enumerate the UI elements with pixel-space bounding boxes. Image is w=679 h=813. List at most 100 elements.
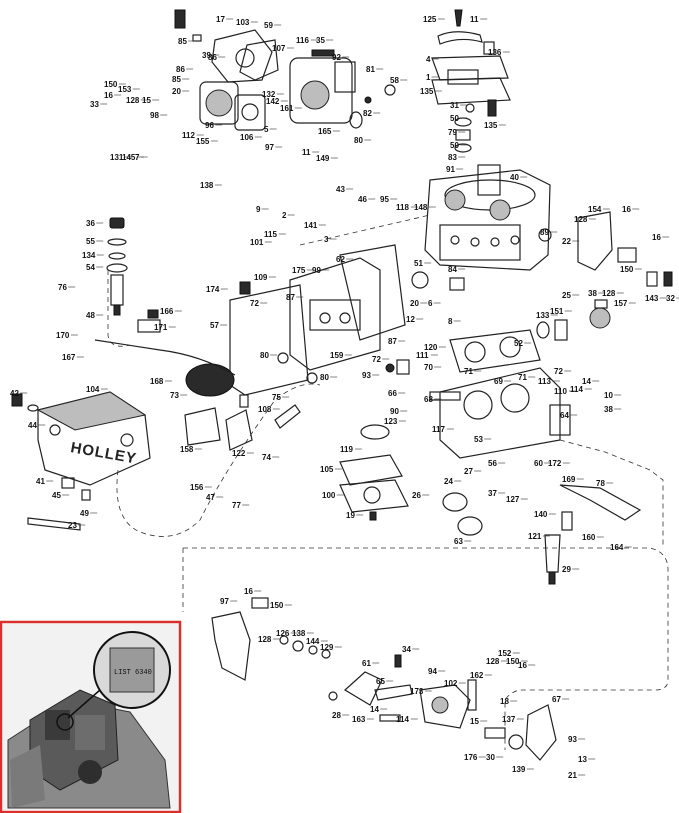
washer-134 <box>108 252 126 260</box>
part-number-p174: 174 <box>206 285 220 294</box>
part-number-p8: 8 <box>448 317 453 326</box>
float-73 <box>185 363 235 397</box>
bushing <box>483 41 495 55</box>
part-number-p132: 132 <box>262 90 276 99</box>
part-number-p96: 96 <box>205 121 214 130</box>
part-number-p79: 79 <box>448 128 457 137</box>
screw-19 <box>369 511 377 521</box>
part-number-p93b: 93 <box>568 735 577 744</box>
float-hinge-74 <box>274 404 301 429</box>
part-number-p133: 133 <box>536 311 550 320</box>
part-number-p51: 51 <box>414 259 423 268</box>
float-bowl-top <box>36 391 147 431</box>
choke-housing <box>199 81 239 125</box>
part-number-p10: 10 <box>604 391 613 400</box>
part-number-p150b: 150 <box>620 265 634 274</box>
pump-cover-100 <box>339 479 409 513</box>
throttle-plate <box>439 367 561 459</box>
part-number-p3: 3 <box>324 235 329 244</box>
float-bowl: HOLLEY <box>11 391 151 531</box>
part-number-p118: 118 <box>396 203 409 212</box>
part-number-p53: 53 <box>474 435 483 444</box>
secondary-linkage <box>544 484 642 585</box>
part-number-p123: 123 <box>384 417 398 426</box>
part-number-p128d: 128 <box>258 635 272 644</box>
part-number-p138a: 138 <box>200 181 214 190</box>
air-horn-gasket <box>431 77 511 105</box>
valve-84 <box>449 277 465 291</box>
fitting-49 <box>81 489 91 501</box>
part-number-p94: 94 <box>428 667 437 676</box>
part-number-p150c: 150 <box>270 601 284 610</box>
part-number-p81: 81 <box>366 65 375 74</box>
power-valve-cluster <box>385 271 465 375</box>
bowl-screw-23 <box>27 517 81 531</box>
part-number-p103: 103 <box>236 18 250 27</box>
part-number-p145: 145 <box>122 153 136 162</box>
jet-a <box>465 103 475 113</box>
small-clip <box>192 34 202 42</box>
part-number-p160: 160 <box>582 533 596 542</box>
bracket-154 <box>577 211 613 271</box>
part-number-p74: 74 <box>262 453 271 462</box>
top-gasket-cluster <box>431 9 511 153</box>
part-number-p97b: 97 <box>220 597 229 606</box>
part-number-p165: 165 <box>318 127 332 136</box>
clip-150 <box>617 247 637 263</box>
part-number-p27: 27 <box>464 467 473 476</box>
pump-assembly <box>339 424 483 536</box>
part-number-p50a: 50 <box>450 114 459 123</box>
part-number-p12: 12 <box>406 315 415 324</box>
part-number-p80a: 80 <box>354 136 363 145</box>
washer-b <box>454 143 472 153</box>
part-number-p72b: 72 <box>372 355 381 364</box>
part-number-p73: 73 <box>170 391 179 400</box>
part-number-p72c: 72 <box>554 367 563 376</box>
ring-137 <box>508 734 524 750</box>
part-number-p113: 113 <box>538 377 551 386</box>
part-number-p11b: 11 <box>302 148 311 157</box>
plug-151 <box>554 319 568 341</box>
part-number-p137: 137 <box>502 715 516 724</box>
part-number-p37: 37 <box>488 489 497 498</box>
part-number-p117: 117 <box>432 425 445 434</box>
part-number-p4: 4 <box>426 55 431 64</box>
part-number-p109: 109 <box>254 273 268 282</box>
venturi-left <box>444 189 466 211</box>
part-number-p122: 122 <box>232 449 246 458</box>
part-number-p136: 136 <box>488 48 502 57</box>
part-number-p1: 1 <box>426 73 431 82</box>
part-number-p91: 91 <box>446 165 455 174</box>
pump-spring <box>311 49 335 57</box>
part-number-p70: 70 <box>424 363 433 372</box>
part-number-p16b: 16 <box>622 205 631 214</box>
screw-34 <box>394 654 402 668</box>
washer-54 <box>106 263 128 273</box>
part-number-p97a: 97 <box>265 143 274 152</box>
pump-fitting <box>384 84 396 96</box>
air-cleaner-gasket <box>431 55 509 81</box>
cap-133 <box>536 321 550 339</box>
thermostat-ring <box>241 103 259 121</box>
part-number-p35: 35 <box>316 36 325 45</box>
part-number-p125: 125 <box>423 15 437 24</box>
lever-160 <box>559 484 642 521</box>
part-number-p64: 64 <box>560 411 569 420</box>
main-body-outline <box>424 169 551 271</box>
part-number-p77: 77 <box>232 501 241 510</box>
part-number-p131: 131 <box>110 153 124 162</box>
pump-gasket-105 <box>339 454 403 486</box>
part-number-p168: 168 <box>150 377 164 386</box>
choke-lever-97 <box>211 611 251 681</box>
gasket-plate <box>211 29 273 83</box>
part-number-p38a: 38 <box>588 289 597 298</box>
part-number-p48: 48 <box>86 311 95 320</box>
part-number-p15b: 15 <box>470 717 479 726</box>
part-number-p23: 23 <box>68 521 77 530</box>
part-number-p105: 105 <box>320 465 334 474</box>
spring-121 <box>544 534 561 573</box>
part-number-p170: 170 <box>56 331 70 340</box>
part-number-p39: 39 <box>202 51 211 60</box>
part-number-p61: 61 <box>362 659 371 668</box>
